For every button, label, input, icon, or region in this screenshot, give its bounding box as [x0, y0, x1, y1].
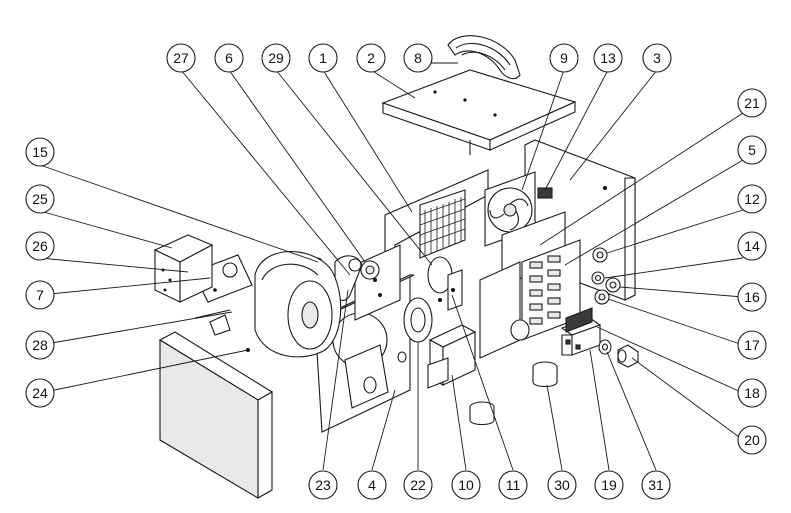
handle-part	[447, 35, 521, 80]
svg-text:29: 29	[268, 50, 284, 66]
svg-text:6: 6	[225, 50, 233, 66]
svg-text:5: 5	[748, 142, 756, 158]
callout-12: 12	[737, 184, 767, 214]
callout-15: 15	[25, 137, 55, 167]
callout-10: 10	[451, 470, 481, 500]
svg-text:3: 3	[653, 50, 661, 66]
callout-5: 5	[737, 135, 767, 165]
callout-9: 9	[549, 43, 579, 73]
callout-1: 1	[308, 43, 338, 73]
callout-6: 6	[214, 43, 244, 73]
svg-text:22: 22	[410, 477, 426, 493]
svg-text:23: 23	[315, 477, 331, 493]
callout-24: 24	[25, 378, 55, 408]
svg-text:8: 8	[414, 50, 422, 66]
svg-text:28: 28	[32, 337, 48, 353]
svg-text:15: 15	[32, 144, 48, 160]
callout-25: 25	[25, 184, 55, 214]
svg-text:20: 20	[744, 432, 760, 448]
display-module-part	[560, 307, 602, 356]
callout-26: 26	[25, 231, 55, 261]
leader-lines	[39, 62, 744, 471]
callout-7: 7	[25, 280, 55, 310]
terminal-box-part	[153, 234, 214, 303]
callout-14: 14	[737, 231, 767, 261]
svg-text:27: 27	[173, 50, 189, 66]
callout-29: 29	[261, 43, 291, 73]
callout-13: 13	[593, 43, 623, 73]
svg-text:25: 25	[32, 191, 48, 207]
svg-text:30: 30	[554, 477, 570, 493]
svg-text:26: 26	[32, 238, 48, 254]
svg-text:31: 31	[648, 477, 664, 493]
control-module-part	[427, 256, 463, 311]
svg-text:2: 2	[367, 50, 375, 66]
callout-22: 22	[403, 470, 433, 500]
washer-and-nut-part	[598, 339, 639, 368]
callout-4: 4	[357, 470, 387, 500]
callout-31: 31	[641, 470, 671, 500]
callout-16: 16	[737, 282, 767, 312]
chassis-base-part	[479, 261, 530, 359]
svg-text:10: 10	[458, 477, 474, 493]
callout-17: 17	[737, 330, 767, 360]
callout-21: 21	[737, 88, 767, 118]
callout-8: 8	[403, 43, 433, 73]
svg-text:4: 4	[368, 477, 376, 493]
transformer-part	[403, 297, 433, 343]
foot-part	[469, 361, 558, 426]
callout-19: 19	[594, 470, 624, 500]
svg-text:9: 9	[560, 50, 568, 66]
callout-23: 23	[308, 470, 338, 500]
svg-text:19: 19	[601, 477, 617, 493]
callout-28: 28	[25, 330, 55, 360]
callout-balloons: 27 6 29 1 2 8 9 13 3 21 15 25 26 7 28 24…	[25, 43, 767, 500]
callout-3: 3	[642, 43, 672, 73]
svg-text:13: 13	[600, 50, 616, 66]
svg-text:1: 1	[319, 50, 327, 66]
svg-text:17: 17	[744, 337, 760, 353]
svg-text:18: 18	[744, 385, 760, 401]
callout-18: 18	[737, 378, 767, 408]
drum-part	[254, 251, 342, 358]
callout-20: 20	[737, 425, 767, 455]
bracket-block-part	[427, 324, 477, 389]
callout-2: 2	[356, 43, 386, 73]
svg-text:21: 21	[744, 95, 760, 111]
callout-11: 11	[498, 470, 528, 500]
svg-text:14: 14	[744, 238, 760, 254]
svg-text:11: 11	[506, 477, 521, 493]
rear-panel-part	[384, 169, 489, 263]
svg-text:7: 7	[36, 287, 44, 303]
front-connectors-part	[591, 247, 621, 305]
callout-30: 30	[547, 470, 577, 500]
svg-text:16: 16	[744, 289, 760, 305]
callout-27: 27	[166, 43, 196, 73]
svg-text:24: 24	[32, 385, 48, 401]
svg-text:12: 12	[744, 191, 760, 207]
top-cover-part	[381, 69, 577, 155]
parts-drawing	[153, 35, 639, 499]
